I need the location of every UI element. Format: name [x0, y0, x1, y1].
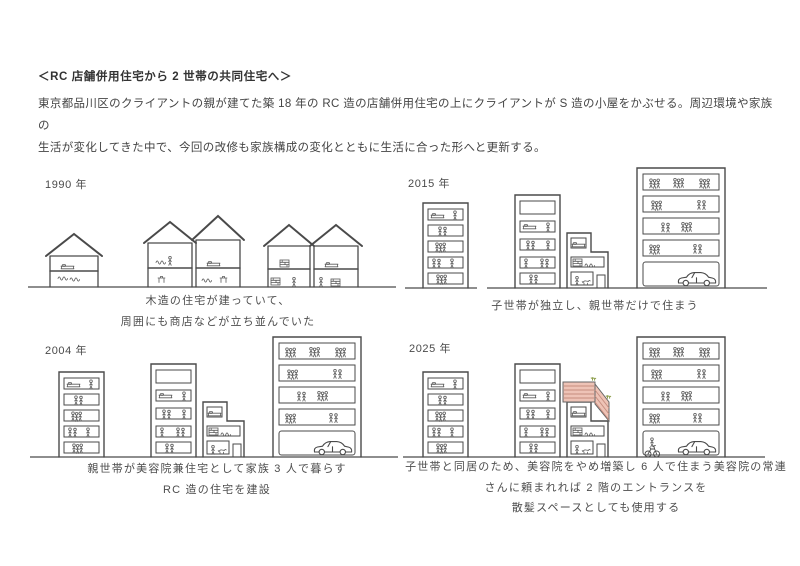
- caption-line: 子世帯と同居のため、美容院をやめ増築し 6 人で住まう美容院の常連: [405, 461, 787, 473]
- intro-paragraph: 東京都品川区のクライアントの親が建てた築 18 年の RC 造の店舗併用住宅の上…: [38, 93, 778, 159]
- caption-line: さんに頼まれれば 2 階のエントランスを: [484, 481, 708, 494]
- page-title: ＜RC 店舗併用住宅から 2 世帯の共同住宅へ＞: [38, 71, 292, 83]
- year-label-2015: 2015 年: [408, 178, 451, 190]
- caption-line: 親世帯が美容院兼住宅として家族 3 人で暮らす: [87, 463, 347, 475]
- caption-2015: 子世帯が独立し、親世帯だけで住まう: [400, 296, 790, 317]
- illustration-2004: [30, 334, 398, 472]
- caption-2004: 親世帯が美容院兼住宅として家族 3 人で暮らす RC 造の住宅を建設: [23, 459, 411, 500]
- illustration-1990: [28, 168, 396, 304]
- caption-line: 子世帯が独立し、親世帯だけで住まう: [491, 300, 699, 312]
- caption-line: 周囲にも商店などが立ち並んでいた: [120, 315, 316, 328]
- caption-line: 散髪スペースとしても使用する: [511, 502, 681, 514]
- intro-line-1: 東京都品川区のクライアントの親が建てた築 18 年の RC 造の店舗併用住宅の上…: [38, 98, 773, 132]
- caption-line: RC 造の住宅を建設: [163, 483, 271, 496]
- year-label-1990: 1990 年: [45, 179, 88, 191]
- caption-2025: 子世帯と同居のため、美容院をやめ増築し 6 人で住まう美容院の常連 さんに頼まれ…: [398, 457, 794, 519]
- illustration-2015: [405, 165, 767, 303]
- illustration-2025: [403, 334, 765, 472]
- caption-1990: 木造の住宅が建っていて、 周囲にも商店などが立ち並んでいた: [28, 291, 408, 332]
- year-label-2025: 2025 年: [409, 343, 452, 355]
- year-label-2004: 2004 年: [45, 345, 88, 357]
- intro-line-2: 生活が変化してきた中で、今回の改修も家族構成の変化とともに生活に合った形へと更新…: [38, 142, 546, 154]
- caption-line: 木造の住宅が建っていて、: [145, 295, 291, 307]
